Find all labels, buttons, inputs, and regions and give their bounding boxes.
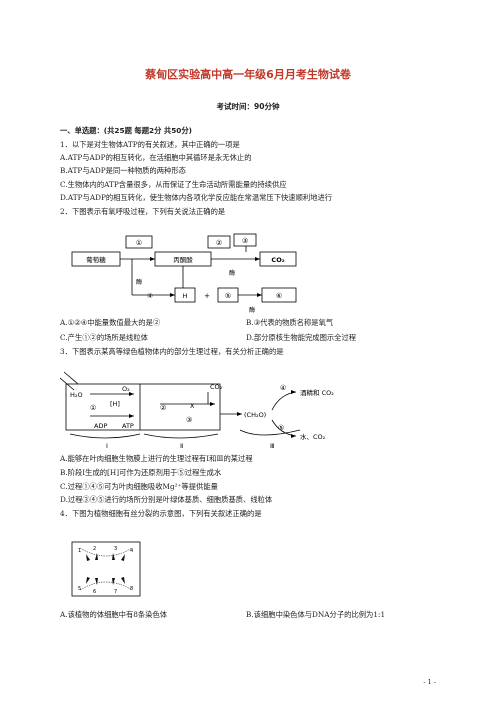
circle-4: ④ <box>280 384 286 392</box>
q3-stem: 3．下图表示某高等绿色植物体内的部分生理过程，有关分析正确的是 <box>60 347 284 356</box>
plus-sign: + <box>204 292 210 300</box>
q3-option-c: C.过程①④⑤可为叶肉细胞吸收Mg²⁺等提供能量 <box>60 482 218 491</box>
q1-option-c: C.生物体内的ATP含量很多，从而保证了生命活动所需能量的持续供应 <box>60 180 287 189</box>
q2-option-b: B.③代表的物质名称是氧气 <box>246 318 334 327</box>
h2o-label: H₂O <box>70 391 83 399</box>
o2-label: O₂ <box>122 385 130 393</box>
marker-3: ③ <box>242 237 248 245</box>
label-2: 2 <box>93 546 96 552</box>
q2-option-c: C.产生①②的场所是线粒体 <box>60 333 148 342</box>
marker-2: ② <box>216 239 222 247</box>
q3-option-d: D.过程③④⑤进行的场所分别是叶绿体基质、细胞质基质、线粒体 <box>60 495 273 504</box>
marker-4: ④ <box>147 292 153 300</box>
h-label: H <box>183 292 188 300</box>
ch2o-label: (CH₂O) <box>244 411 266 419</box>
q1-option-b: B.ATP与ADP是同一种物质的两种形态 <box>60 166 186 175</box>
q1-option-d: D.ATP与ADP的相互转化，使生物体内各项化学反应能在常温常压下快速顺利地进行 <box>60 193 333 202</box>
pyruvate-label: 丙酮酸 <box>173 255 193 264</box>
circle-2: ② <box>160 404 166 412</box>
q3-option-b: B.阶段Ⅰ生成的[H]可作为还原剂用于⑤过程生成水 <box>60 468 222 477</box>
atp-label: ATP <box>122 422 134 430</box>
circle-1: ① <box>90 404 96 412</box>
label-6: 6 <box>93 589 96 595</box>
label-7: 7 <box>114 589 117 595</box>
marker-6: ⑥ <box>276 292 282 300</box>
q2-option-a: A.①②④中能量数值最大的是② <box>60 318 161 327</box>
enzyme-label-1: 酶 <box>136 278 142 286</box>
roman-2: Ⅱ <box>180 442 183 450</box>
h-label-3: [H] <box>110 400 120 408</box>
roman-1: Ⅰ <box>106 442 108 450</box>
ethanol-label: 酒精和 CO₂ <box>300 388 334 397</box>
co2-label: CO₂ <box>271 256 284 264</box>
enzyme-label-3: 酶 <box>249 306 255 314</box>
exam-time: 考试时间：90分钟 <box>216 102 280 111</box>
q1-stem: 1．以下是对生物体ATP的有关叙述，其中正确的一项是 <box>60 140 240 149</box>
marker-1: ① <box>136 239 142 247</box>
marker-5: ⑤ <box>225 292 231 300</box>
circle-3: ③ <box>186 416 192 424</box>
label-1: 1 <box>78 548 81 554</box>
mitosis-diagram: 1 2 3 4 5 6 7 8 <box>71 541 141 597</box>
q4-option-a: A.该植物的体细胞中有8条染色体 <box>60 610 168 619</box>
section-heading: 一、单选题：(共25题 每题2分 共50分) <box>60 126 192 135</box>
water-label: 水、CO₂ <box>300 432 326 441</box>
q4-option-b: B.该细胞中染色体与DNA分子的比例为1:1 <box>246 610 386 619</box>
circle-5: ⑤ <box>278 424 284 432</box>
respiration-diagram: 葡萄糖 丙酮酸 CO₂ ① ② ③ 酶 酶 H + ⑤ ⑥ ④ 酶 <box>71 233 297 314</box>
q3-option-a: A.能够在叶肉细胞生物膜上进行的生理过程有Ⅰ和Ⅲ的某过程 <box>60 454 253 463</box>
roman-3: Ⅲ <box>270 442 274 450</box>
label-4: 4 <box>130 548 133 554</box>
x-label: X <box>190 402 195 410</box>
page-number: - 1 - <box>423 678 436 686</box>
co2-label-3: CO₂ <box>210 383 223 391</box>
adp-label: ADP <box>94 422 107 430</box>
q4-stem: 4．下图为植物细胞有丝分裂的示意图，下列有关叙述正确的是 <box>60 509 262 518</box>
enzyme-label-2: 酶 <box>229 269 235 277</box>
label-5: 5 <box>78 586 81 592</box>
label-3: 3 <box>114 546 117 552</box>
label-8: 8 <box>130 586 133 592</box>
glucose-label: 葡萄糖 <box>86 255 106 264</box>
photosynthesis-diagram: H₂O O₂ [H] ① ADP ATP ② X CO₂ ③ (CH₂O) ④ … <box>60 371 334 450</box>
q2-stem: 2．下图表示有氧呼吸过程，下列有关说法正确的是 <box>60 207 226 216</box>
page-title: 蔡甸区实验高中高一年级6月月考生物试卷 <box>145 68 351 81</box>
q1-option-a: A.ATP与ADP的相互转化，在活细胞中其循环是永无休止的 <box>60 153 252 162</box>
q2-option-d: D.部分原核生物能完成图示全过程 <box>246 333 357 342</box>
